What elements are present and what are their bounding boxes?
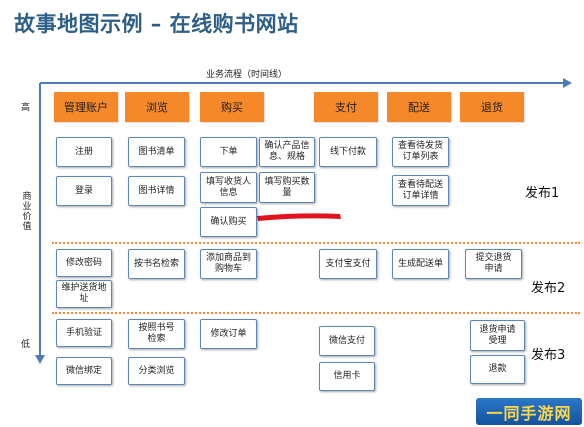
card-register: 注册 (56, 137, 112, 167)
card-credit-card: 信用卡 (319, 362, 375, 391)
header-payment: 支付 (314, 92, 378, 122)
card-add-to-cart: 添加商品到 购物车 (200, 249, 257, 279)
release-2-label: 发布2 (531, 281, 566, 296)
watermark-logo: 一同手游网 (476, 398, 582, 425)
header-delivery: 配送 (387, 92, 451, 122)
card-place-order: 下单 (200, 137, 257, 167)
card-return-review: 退货申请 受理 (470, 320, 525, 351)
process-axis-label: 业务流程（时间线） (206, 70, 288, 80)
page-title: 故事地图示例 – 在线购书网站 (14, 12, 299, 36)
release-1-label: 发布1 (525, 186, 560, 201)
card-confirm-purchase: 确认购买 (200, 207, 257, 237)
value-axis-label: 商 业 价 值 (22, 192, 32, 232)
card-book-list: 图书清单 (128, 137, 185, 167)
card-search-by-isbn: 按照书号 检索 (128, 319, 185, 349)
card-fill-receiver: 填写收货人 信息 (200, 172, 257, 203)
card-book-detail: 图书详情 (128, 176, 185, 206)
card-confirm-product: 确认产品信 息、规格 (259, 137, 315, 167)
card-login: 登录 (56, 176, 112, 206)
header-purchase: 购买 (200, 92, 264, 122)
card-change-password: 修改密码 (56, 249, 112, 277)
highlight-mark (257, 213, 341, 221)
card-pending-order-detail: 查看待配送 订单详情 (392, 175, 449, 206)
timeline-arrowhead (563, 78, 572, 88)
release-divider-1 (52, 242, 580, 244)
card-refund: 退款 (470, 355, 525, 384)
low-label: 低 (21, 340, 31, 350)
header-return: 退货 (460, 92, 524, 122)
header-browse: 浏览 (125, 92, 189, 122)
card-category-browse: 分类浏览 (128, 357, 185, 385)
release-3-label: 发布3 (531, 348, 566, 363)
card-submit-return: 提交退货 申请 (465, 249, 522, 279)
card-alipay: 支付宝支付 (319, 249, 377, 279)
card-search-by-title: 按书名检索 (128, 249, 185, 279)
card-wechat-bind: 微信绑定 (56, 357, 112, 385)
card-generate-delivery: 生成配送单 (392, 249, 449, 279)
card-wechat-pay: 微信支付 (319, 326, 375, 356)
card-phone-verify: 手机验证 (56, 319, 112, 347)
card-pending-order-list: 查看待发货 订单列表 (392, 137, 449, 167)
card-fill-quantity: 填写购买数 量 (259, 172, 315, 203)
release-divider-2 (52, 312, 580, 314)
high-label: 高 (21, 103, 31, 113)
card-offline-pay: 线下付款 (319, 137, 377, 167)
card-maintain-address: 维护送货地 址 (56, 280, 112, 308)
header-manage-account: 管理账户 (54, 92, 118, 122)
value-arrowhead (35, 355, 45, 364)
card-edit-order: 修改订单 (200, 319, 257, 349)
